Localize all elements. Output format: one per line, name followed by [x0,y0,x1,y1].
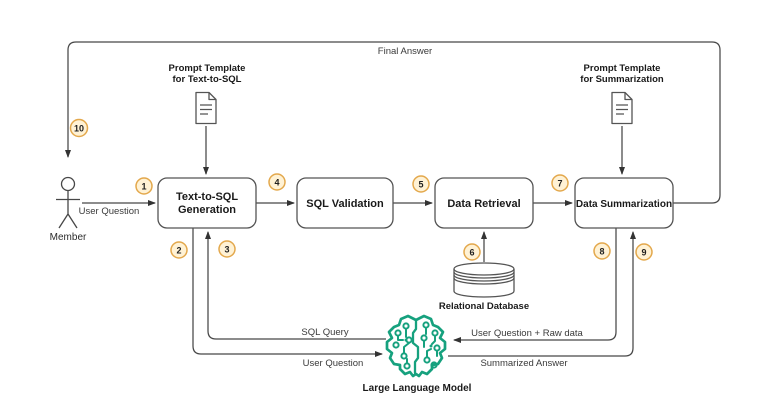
summarized-answer-label: Summarized Answer [480,358,567,369]
svg-text:8: 8 [599,246,604,256]
step-badge-4: 4 [268,173,286,191]
step-badge-7: 7 [551,174,569,192]
edge-final-answer [65,41,721,204]
step-badge-1: 1 [135,177,153,195]
sql-validation-label: SQL Validation [306,198,384,210]
relational-database: Relational Database [439,262,529,312]
final-answer-label: Final Answer [378,46,432,57]
svg-text:10: 10 [74,123,84,133]
step-badge-3: 3 [218,240,236,258]
step-badge-9: 9 [635,243,653,261]
node-data-retrieval: Data Retrieval [434,177,534,229]
large-language-model: Large Language Model [363,314,472,394]
prompt-template-text-to-sql: Prompt Template for Text-to-SQL [169,63,246,125]
prompt-template-t2s-label-line2: for Text-to-SQL [173,74,242,85]
svg-text:2: 2 [176,245,181,255]
step-badge-8: 8 [593,242,611,260]
svg-text:4: 4 [274,177,279,187]
edge-sql-query-to-text-to-sql [205,231,386,340]
svg-text:3: 3 [224,244,229,254]
node-text-to-sql-generation: Text-to-SQL Generation [157,177,257,229]
svg-text:1: 1 [141,181,146,191]
data-summarization-label: Data Summarization [576,199,672,210]
brain-cleft [411,318,420,375]
svg-text:5: 5 [418,179,423,189]
process-boxes: Text-to-SQL Generation SQL Validation Da… [157,177,674,229]
step-badges: 1 2 3 4 5 6 7 8 9 10 [69,118,653,261]
member-icon [60,176,76,192]
prompt-template-sum-label-line2: for Summarization [580,74,664,85]
text-to-sql-label-line1: Text-to-SQL [176,191,238,203]
database-icon [453,262,515,298]
sql-query-label: SQL Query [301,327,348,338]
llm-brain-icon [385,314,447,378]
text-to-sql-label-line2: Generation [178,204,236,216]
prompt-template-summarization: Prompt Template for Summarization [580,63,664,125]
user-question-llm-label: User Question [303,358,364,369]
connectors [65,41,721,357]
llm-circuit-traces [397,327,438,364]
edge-raw-data-to-llm [453,228,617,343]
document-icon [195,91,217,125]
node-data-summarization: Data Summarization [574,177,674,229]
step-badge-10: 10 [69,118,89,138]
actor-member: Member [50,176,87,243]
user-question-raw-data-label: User Question + Raw data [471,328,583,339]
prompt-template-t2s-label-line1: Prompt Template [169,63,246,74]
member-label: Member [50,232,87,243]
relational-database-label: Relational Database [439,301,529,312]
node-sql-validation: SQL Validation [296,177,394,229]
edge-user-question-to-llm [192,228,383,357]
step-badge-6: 6 [463,243,481,261]
llm-circuit-dots [404,338,433,348]
svg-text:7: 7 [557,178,562,188]
svg-text:9: 9 [641,247,646,257]
edge-labels: Final Answer User Question SQL Query Use… [79,46,584,369]
prompt-template-sum-label-line1: Prompt Template [584,63,661,74]
document-icon [611,91,633,125]
edge-summarized-answer-to-summarization [448,231,636,357]
step-badge-2: 2 [170,241,188,259]
data-retrieval-label: Data Retrieval [447,198,520,210]
step-badge-5: 5 [412,175,430,193]
llm-circuit-nodes [392,321,441,370]
user-question-label: User Question [79,206,140,217]
large-language-model-label: Large Language Model [363,383,472,394]
svg-text:6: 6 [469,247,474,257]
